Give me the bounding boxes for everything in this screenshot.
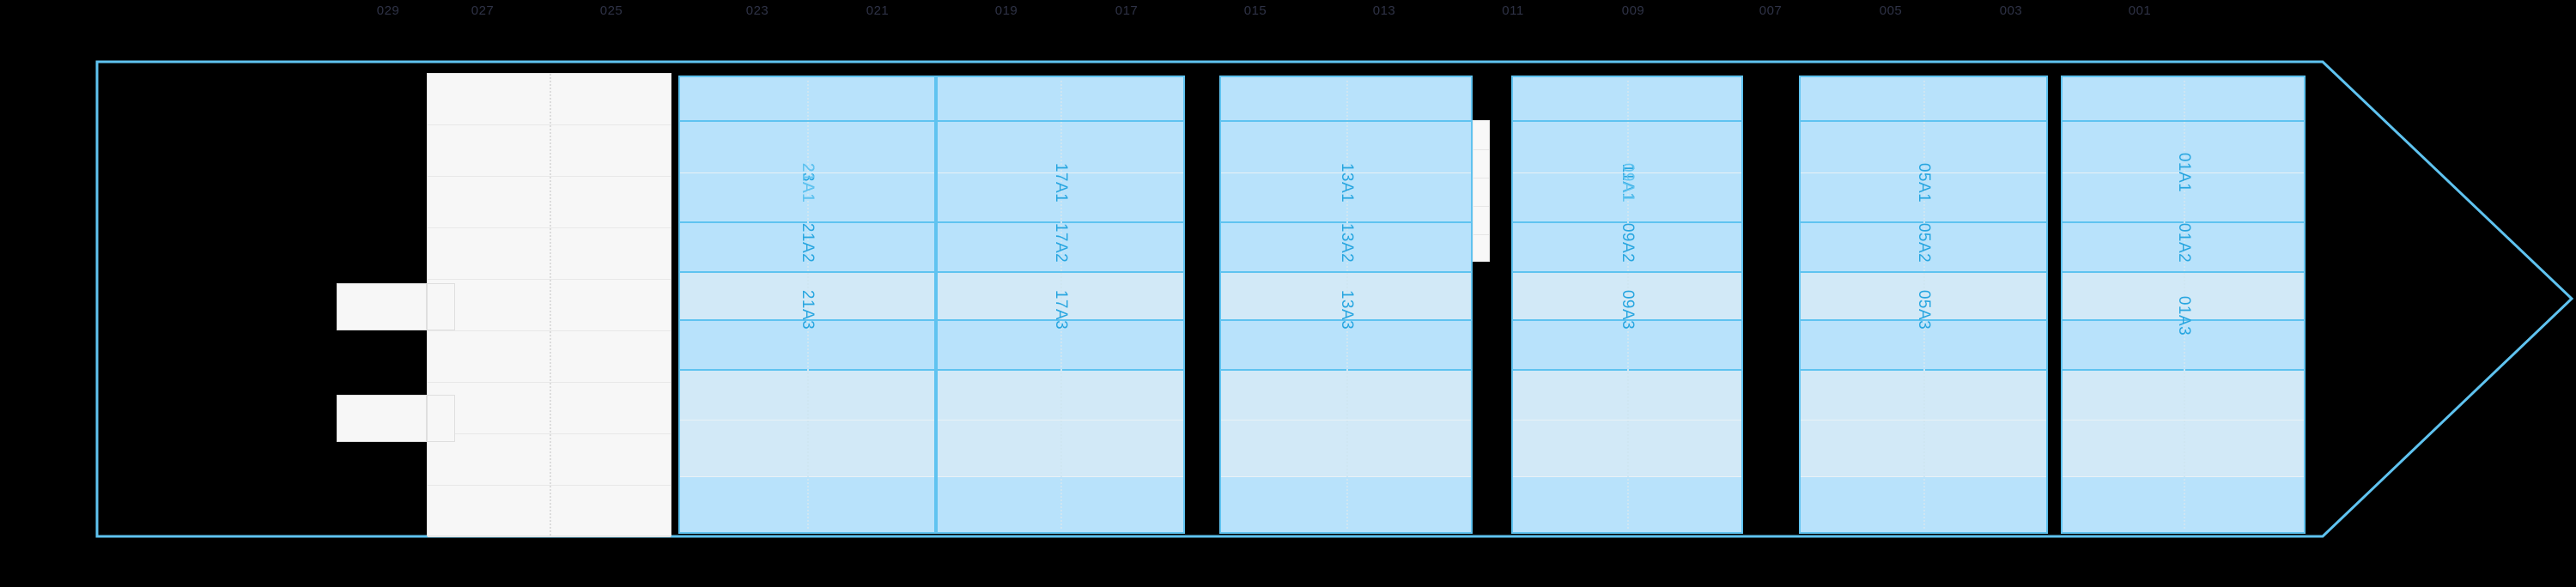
side-strip-divider: [1473, 178, 1489, 179]
bridge-wing-starboard-inner: [427, 395, 455, 442]
bay-tick[interactable]: 029: [376, 3, 400, 18]
bay-tick[interactable]: 021: [866, 3, 890, 18]
accommodation-deck-row[interactable]: [428, 486, 671, 537]
hold-centerline: [1627, 81, 1629, 529]
hold-side-strip: [1473, 120, 1490, 262]
accommodation-centerline: [549, 74, 551, 536]
bay-tick[interactable]: 023: [745, 3, 769, 18]
bay-tick[interactable]: 027: [471, 3, 495, 18]
bay-tick[interactable]: 003: [1999, 3, 2023, 18]
bay-tick[interactable]: 017: [1115, 3, 1139, 18]
bay-tick[interactable]: 001: [2128, 3, 2152, 18]
accommodation-deck-row[interactable]: [428, 125, 671, 177]
hold-centerline: [807, 81, 809, 529]
accommodation-deck-row[interactable]: [428, 434, 671, 486]
bay-number-ruler: 029 027 025 023 021 019 017 015 013 011 009 007 005 0…: [0, 0, 2576, 31]
hold-centerline: [1060, 81, 1062, 529]
side-strip-divider: [1473, 234, 1489, 235]
accommodation-deck-row[interactable]: [428, 280, 671, 331]
bay-tick[interactable]: 025: [599, 3, 623, 18]
side-strip-divider: [1473, 206, 1489, 207]
bay-tick[interactable]: 013: [1372, 3, 1396, 18]
accommodation-deck-row[interactable]: [428, 177, 671, 228]
accommodation-block[interactable]: [427, 73, 671, 537]
accommodation-deck-row[interactable]: [428, 228, 671, 280]
side-strip-divider: [1473, 149, 1489, 150]
hold-centerline: [1346, 81, 1348, 529]
bay-tick[interactable]: 015: [1243, 3, 1267, 18]
bay-tick[interactable]: 005: [1879, 3, 1903, 18]
hold-centerline: [2183, 81, 2185, 529]
hold-centerline: [1923, 81, 1925, 529]
bridge-wing-starboard[interactable]: [337, 395, 427, 442]
bay-tick[interactable]: 019: [994, 3, 1018, 18]
bridge-wing-port-inner: [427, 283, 455, 330]
accommodation-deck-row[interactable]: [428, 331, 671, 383]
bay-tick[interactable]: 009: [1621, 3, 1645, 18]
accommodation-deck-row[interactable]: [428, 74, 671, 125]
bay-tick[interactable]: 011: [1502, 3, 1524, 18]
bridge-wing-port[interactable]: [337, 283, 427, 330]
accommodation-deck-row[interactable]: [428, 383, 671, 434]
bay-tick[interactable]: 007: [1759, 3, 1783, 18]
